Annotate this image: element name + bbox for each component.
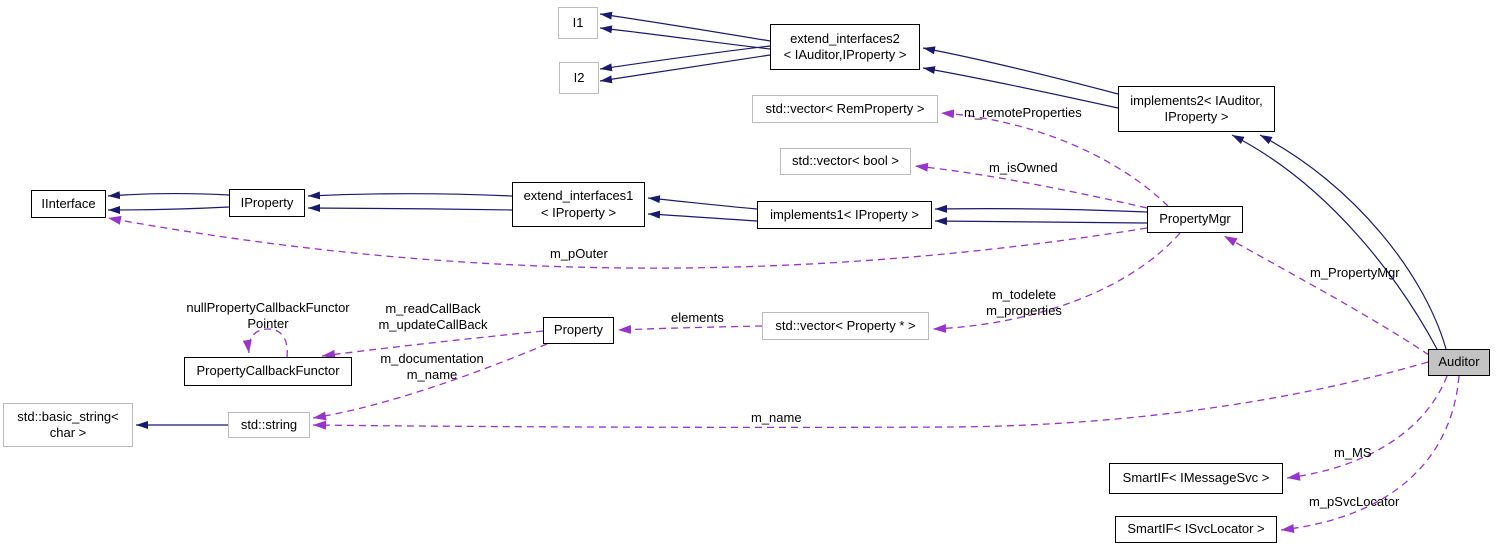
edge-label-m-propertymgr: m_PropertyMgr: [1310, 265, 1400, 280]
node-label: PropertyMgr: [1159, 211, 1231, 227]
node-label: std::basic_string< char >: [17, 408, 119, 440]
node-label: IProperty: [240, 194, 294, 210]
edge-propertymgr-to-vector-property: [932, 232, 1181, 333]
edge-implements2-to-extend-interfaces2: [922, 46, 1119, 109]
node-label: implements1< IProperty >: [770, 206, 919, 222]
edge-extend-interfaces2-to-i1: [599, 11, 771, 50]
node-iproperty[interactable]: IProperty: [229, 189, 305, 217]
node-label: extend_interfaces1 < IProperty >: [523, 188, 634, 220]
edge-extend-interfaces1-to-iproperty: [307, 191, 513, 213]
node-vector-property-ptr: std::vector< Property * >: [762, 312, 929, 340]
node-smartif-isvclocator[interactable]: SmartIF< ISvcLocator >: [1115, 516, 1277, 543]
edge-extend-interfaces2-to-i2: [599, 45, 771, 84]
node-label: PropertyCallbackFunctor: [196, 363, 340, 379]
edge-implements1-to-extend-interfaces1: [647, 195, 758, 222]
edge-auditor-to-smartif-imessagesvc: [1286, 375, 1448, 481]
node-label: std::vector< bool >: [792, 153, 899, 169]
edge-label-m-ms: m_MS: [1334, 445, 1372, 460]
node-label: std::string: [240, 416, 298, 432]
edge-propertycallbackfunctor-self-loop: [242, 328, 288, 358]
edge-label-m-readcallback-m-updatecallback: m_readCallBack m_updateCallBack: [378, 301, 488, 332]
node-basic-string: std::basic_string< char >: [3, 403, 133, 447]
node-vector-bool: std::vector< bool >: [780, 148, 911, 175]
node-implements1[interactable]: implements1< IProperty >: [757, 201, 932, 229]
node-i1: I1: [558, 7, 598, 39]
node-label: Auditor: [1438, 354, 1480, 370]
edge-propertymgr-to-implements1: [934, 204, 1148, 226]
edge-vector-property-to-property: [617, 324, 763, 334]
edge-iproperty-to-iinterface: [107, 191, 230, 214]
node-label: std::vector< Property * >: [775, 317, 916, 333]
node-label: Property: [553, 322, 604, 338]
node-iinterface[interactable]: IInterface: [31, 190, 106, 218]
edge-label-m-todelete-m-properties: m_todelete m_properties: [986, 287, 1062, 318]
node-label: IInterface: [41, 195, 96, 211]
node-label: I1: [572, 14, 584, 30]
edge-auditor-to-propertymgr: [1223, 235, 1430, 356]
node-implements2[interactable]: implements2< IAuditor, IProperty >: [1118, 86, 1275, 132]
edge-auditor-to-string: [312, 361, 1429, 430]
node-std-string: std::string: [228, 412, 310, 438]
node-label: I2: [573, 69, 585, 85]
node-propertymgr[interactable]: PropertyMgr: [1147, 206, 1243, 233]
node-label: SmartIF< ISvcLocator >: [1127, 521, 1265, 537]
node-label: SmartIF< IMessageSvc >: [1122, 470, 1270, 486]
edge-label-m-psvclocator: m_pSvcLocator: [1309, 494, 1400, 509]
node-i2: I2: [559, 62, 599, 94]
node-smartif-imessagesvc[interactable]: SmartIF< IMessageSvc >: [1109, 463, 1283, 494]
edge-propertymgr-to-iinterface: [107, 215, 1148, 269]
node-auditor: Auditor: [1428, 349, 1490, 376]
node-vector-remproperty: std::vector< RemProperty >: [752, 95, 938, 123]
edge-propertymgr-to-vector-remproperty: [940, 109, 1169, 207]
edge-label-m-documentation-m-name: m_documentation m_name: [380, 351, 484, 382]
edge-auditor-to-smartif-isvclocator: [1280, 375, 1460, 533]
node-label: extend_interfaces2 < IAuditor,IProperty …: [783, 30, 907, 62]
node-extend-interfaces2[interactable]: extend_interfaces2 < IAuditor,IProperty …: [770, 24, 920, 70]
edge-label-m-name: m_name: [751, 410, 802, 425]
edge-label-nullpropertycallbackfunctor-pointer: nullPropertyCallbackFunctor Pointer: [186, 300, 350, 331]
node-label: std::vector< RemProperty >: [765, 100, 925, 116]
node-label: implements2< IAuditor, IProperty >: [1130, 92, 1263, 124]
node-property[interactable]: Property: [543, 317, 614, 344]
edge-property-to-propertycallbackfunctor: [321, 330, 544, 359]
edge-auditor-to-implements2: [1231, 134, 1447, 350]
edge-label-m-pouter: m_pOuter: [550, 246, 608, 261]
edge-label-m-isowned: m_isOwned: [989, 160, 1058, 175]
node-extend-interfaces1[interactable]: extend_interfaces1 < IProperty >: [512, 182, 645, 227]
node-propertycallbackfunctor[interactable]: PropertyCallbackFunctor: [184, 357, 352, 386]
edge-property-to-string: [312, 343, 548, 421]
edge-label-elements: elements: [671, 310, 724, 325]
edge-label-m-remoteproperties: m_remoteProperties: [964, 105, 1082, 120]
